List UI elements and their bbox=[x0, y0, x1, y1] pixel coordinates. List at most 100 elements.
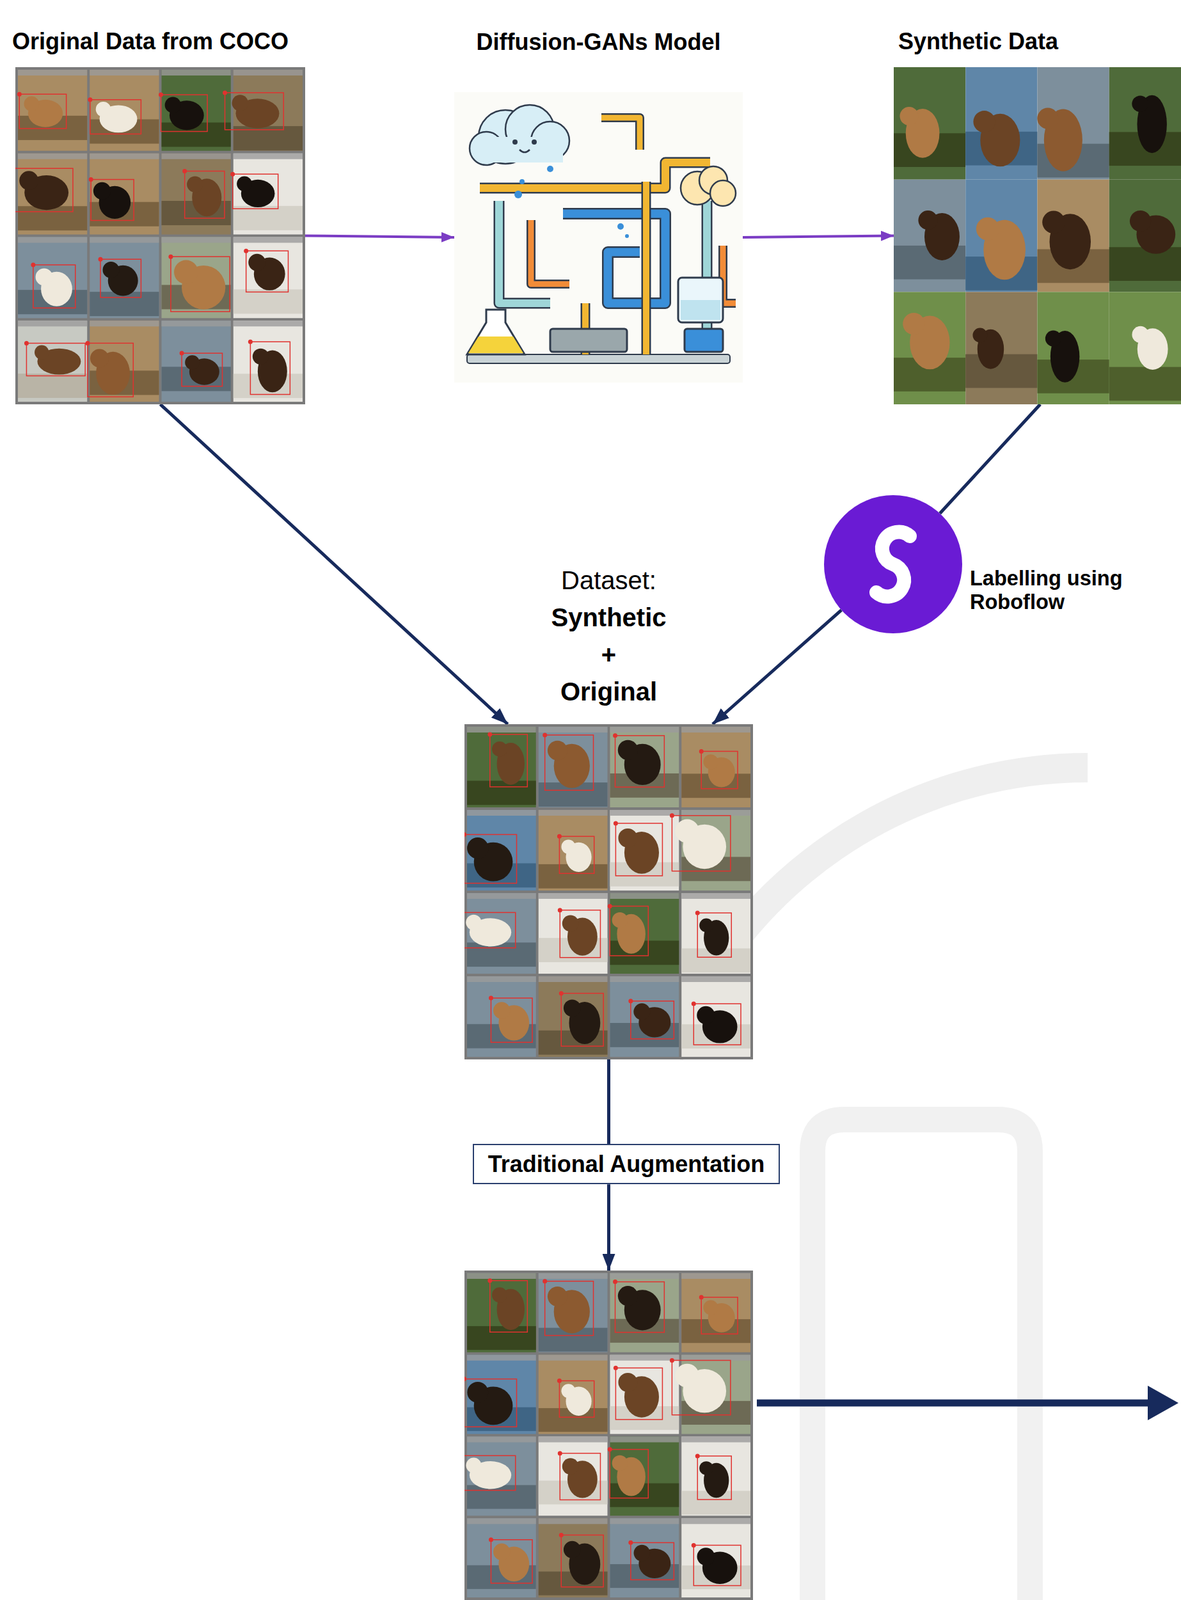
heading: Original Data from COCO bbox=[12, 28, 289, 55]
photo-tile bbox=[607, 1436, 679, 1517]
photo-tile bbox=[17, 69, 88, 151]
photo-tile bbox=[88, 153, 160, 235]
photo-tile bbox=[538, 726, 608, 808]
heading: Diffusion-GANs Model bbox=[476, 28, 722, 56]
illustration bbox=[454, 92, 743, 383]
cloud bbox=[469, 104, 570, 166]
connector-arrow bbox=[607, 1184, 611, 1271]
image-grid bbox=[464, 1270, 753, 1600]
photo-tile bbox=[681, 1436, 751, 1517]
photo-tile bbox=[1109, 67, 1181, 180]
photo-tile bbox=[1037, 291, 1110, 405]
photo-tile bbox=[467, 726, 537, 808]
photo-tile bbox=[610, 1518, 680, 1598]
photo-tile bbox=[893, 67, 966, 180]
illustration bbox=[15, 67, 306, 405]
photo-tile bbox=[233, 320, 303, 402]
heading: Synthetic Data bbox=[898, 28, 1059, 55]
bubble bbox=[519, 179, 525, 185]
pipe bbox=[722, 245, 736, 304]
photo-tile bbox=[1109, 179, 1181, 293]
photo-tile bbox=[610, 1273, 680, 1353]
connector-arrow bbox=[607, 1059, 611, 1144]
pipe bbox=[479, 162, 711, 189]
watermark-shape bbox=[812, 1119, 1031, 1600]
photo-tile bbox=[669, 809, 751, 891]
photo-tile bbox=[161, 153, 231, 235]
photo-tile bbox=[467, 1518, 537, 1598]
photo-tile bbox=[464, 1355, 537, 1435]
pipe-outline bbox=[722, 245, 736, 304]
photo-tile bbox=[538, 1518, 608, 1598]
bubble bbox=[625, 234, 629, 238]
photo-tile bbox=[610, 1355, 680, 1435]
photo-tile bbox=[610, 726, 680, 808]
flask bbox=[467, 309, 525, 355]
photo-tile bbox=[538, 1273, 608, 1353]
photo-tile bbox=[681, 976, 751, 1057]
photo-tile bbox=[610, 809, 680, 891]
output-arrow-line bbox=[756, 1399, 1152, 1407]
heading-text: Synthetic + Original bbox=[550, 598, 666, 711]
illustration bbox=[464, 1270, 753, 1600]
connector-arrow bbox=[939, 404, 1041, 514]
bubble bbox=[617, 223, 624, 230]
pipe-outline bbox=[601, 117, 640, 150]
photo-tile bbox=[467, 1273, 537, 1353]
heading: Dataset:Synthetic + Original bbox=[550, 561, 666, 711]
photo-tile bbox=[681, 1273, 751, 1353]
photo-tile bbox=[965, 67, 1038, 180]
photo-tile bbox=[681, 1518, 751, 1598]
photo-tile bbox=[15, 153, 88, 235]
heading-text: Synthetic Data bbox=[898, 28, 1059, 55]
photo-tile bbox=[464, 893, 537, 974]
jar bbox=[678, 277, 723, 323]
photo-tile bbox=[965, 291, 1038, 405]
image-grid: Dataset:Synthetic + Original bbox=[464, 724, 753, 1060]
photo-tile bbox=[17, 320, 88, 402]
illustration bbox=[824, 495, 963, 634]
photo-tile bbox=[669, 1355, 751, 1435]
photo-tile bbox=[464, 1436, 537, 1517]
bubble bbox=[514, 190, 523, 199]
illustration bbox=[464, 724, 753, 1060]
connector-arrow bbox=[160, 404, 508, 725]
logo-swirl bbox=[876, 532, 910, 597]
photo-tile bbox=[161, 320, 231, 402]
pipe bbox=[642, 181, 650, 355]
image-grid: Synthetic Data bbox=[893, 67, 1181, 405]
roboflow-logo: Labelling using Roboflow bbox=[824, 495, 963, 634]
pipe bbox=[531, 220, 570, 285]
photo-tile bbox=[538, 976, 608, 1057]
illustration bbox=[893, 67, 1181, 405]
heading-text: Original Data from COCO bbox=[12, 28, 289, 55]
photo-tile bbox=[538, 1436, 608, 1517]
photo-tile bbox=[1109, 291, 1181, 405]
pipe-outline bbox=[641, 181, 652, 355]
photo-tile bbox=[893, 179, 966, 293]
photo-tile bbox=[538, 809, 608, 891]
photo-tile bbox=[610, 976, 680, 1057]
logo-disc bbox=[824, 495, 963, 634]
photo-tile bbox=[87, 69, 159, 151]
machine-base bbox=[550, 328, 723, 352]
pipe-outline bbox=[531, 220, 570, 285]
photo-tile bbox=[17, 237, 88, 319]
photo-tile bbox=[230, 153, 303, 235]
photo-tile bbox=[1037, 67, 1109, 180]
photo-tile bbox=[467, 976, 537, 1057]
heading-text: Dataset: bbox=[561, 561, 657, 599]
connector-arrow bbox=[305, 236, 455, 238]
output-arrow-head bbox=[1147, 1385, 1179, 1421]
process-label: Traditional Augmentation bbox=[488, 1150, 766, 1178]
grid-frame bbox=[464, 1270, 753, 1600]
image-grid: Original Data from COCO bbox=[15, 67, 306, 405]
heading-text: Labelling using Roboflow bbox=[969, 566, 1181, 615]
heading: Labelling using Roboflow bbox=[969, 566, 1181, 615]
photo-tile bbox=[85, 320, 159, 402]
pipe-outline bbox=[479, 162, 711, 189]
photo-tile bbox=[233, 237, 303, 319]
pipe bbox=[601, 117, 640, 150]
photo-tile bbox=[538, 1355, 608, 1435]
